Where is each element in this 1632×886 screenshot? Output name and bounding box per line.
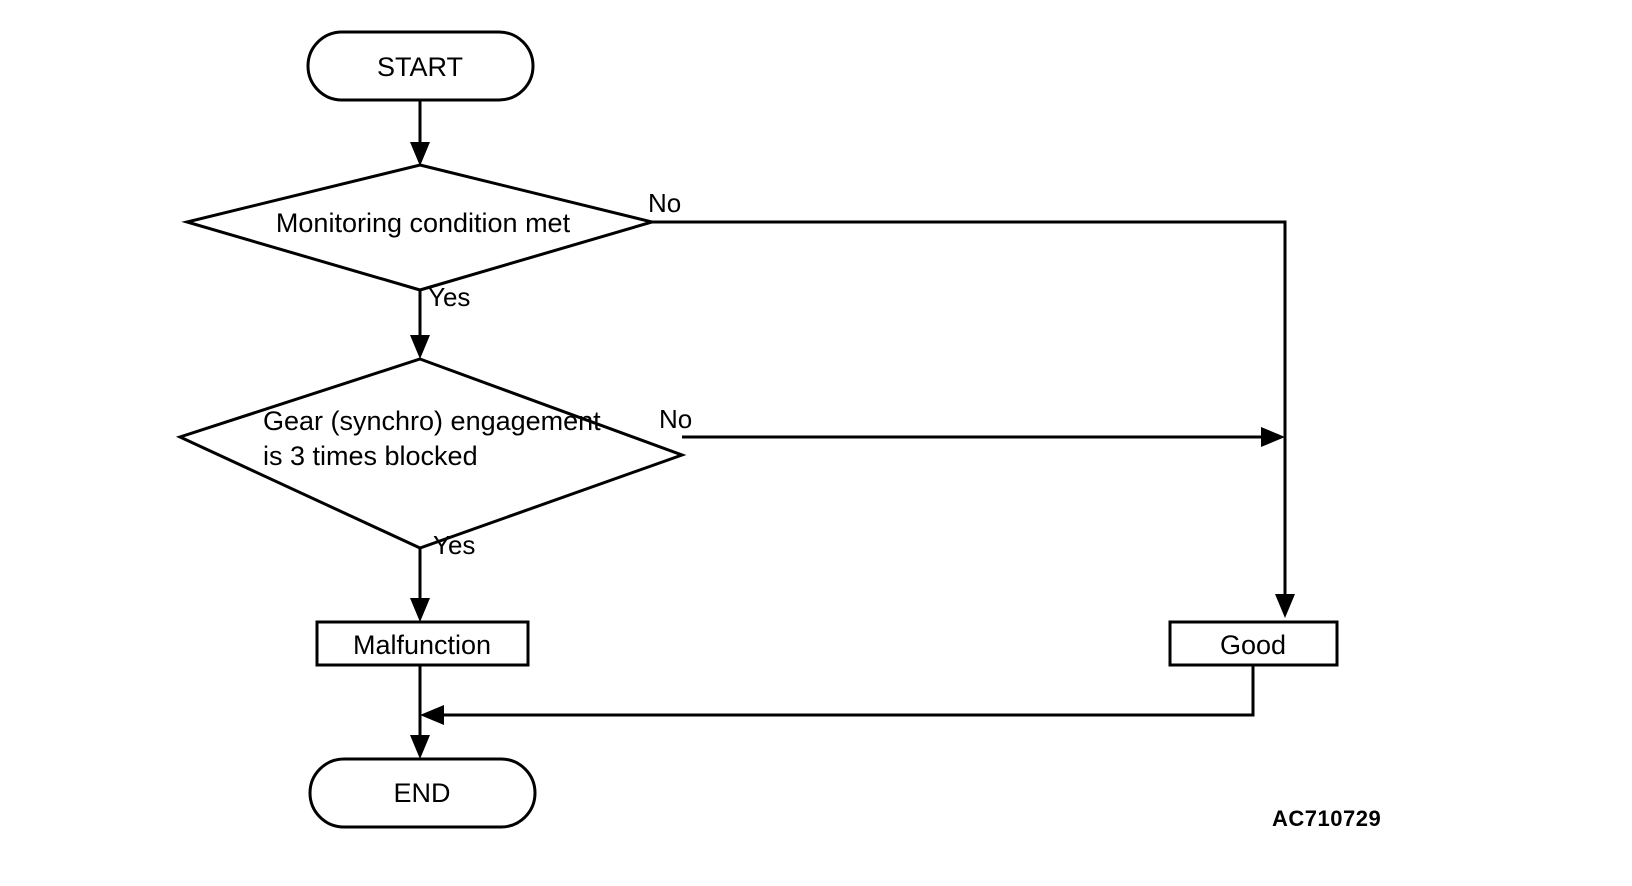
arrow-head-icon (410, 142, 430, 166)
node-decision-monitoring-condition[interactable]: Monitoring condition met (181, 163, 658, 292)
edge-decision-1-no (652, 220, 1295, 618)
edge-decision-2-yes (410, 548, 430, 622)
arrow-head-icon (410, 335, 430, 359)
decision-2-label-line-1: Gear (synchro) engagement (263, 406, 601, 436)
decision-1-diamond-shape (181, 163, 658, 292)
edge-label-decision-2-yes: Yes (433, 530, 475, 560)
decision-2-label-line-2: is 3 times blocked (263, 441, 478, 471)
decision-2-diamond-shape (175, 357, 687, 550)
decision-1-label: Monitoring condition met (276, 208, 571, 238)
edge-good-to-end-merge (420, 665, 1255, 725)
edge-malfunction-to-end (410, 665, 430, 759)
malfunction-label: Malfunction (353, 630, 491, 660)
edge-decision-1-yes (410, 290, 430, 359)
good-label: Good (1220, 630, 1286, 660)
arrow-head-icon (420, 705, 444, 725)
node-decision-gear-engagement[interactable]: Gear (synchro) engagement is 3 times blo… (175, 357, 687, 550)
node-good[interactable]: Good (1168, 620, 1339, 667)
edge-decision-2-no (682, 427, 1285, 447)
edge-label-decision-2-no: No (659, 404, 692, 434)
good-box-shape (1168, 620, 1339, 667)
end-label: END (393, 778, 450, 808)
figure-code-watermark: AC710729 (1272, 806, 1381, 831)
edge-label-decision-1-yes: Yes (428, 282, 470, 312)
edge-start-to-decision-1 (410, 100, 430, 166)
arrow-head-icon (410, 735, 430, 759)
arrow-head-icon (1261, 427, 1285, 447)
arrow-head-icon (1275, 594, 1295, 618)
arrow-head-icon (410, 598, 430, 622)
node-end[interactable]: END (308, 757, 537, 829)
start-label: START (377, 52, 463, 82)
malfunction-box-shape (315, 620, 530, 667)
edge-label-decision-1-no: No (648, 188, 681, 218)
start-terminator-shape (306, 30, 535, 102)
node-start[interactable]: START (306, 30, 535, 102)
end-terminator-shape (308, 757, 537, 829)
node-malfunction[interactable]: Malfunction (315, 620, 530, 667)
